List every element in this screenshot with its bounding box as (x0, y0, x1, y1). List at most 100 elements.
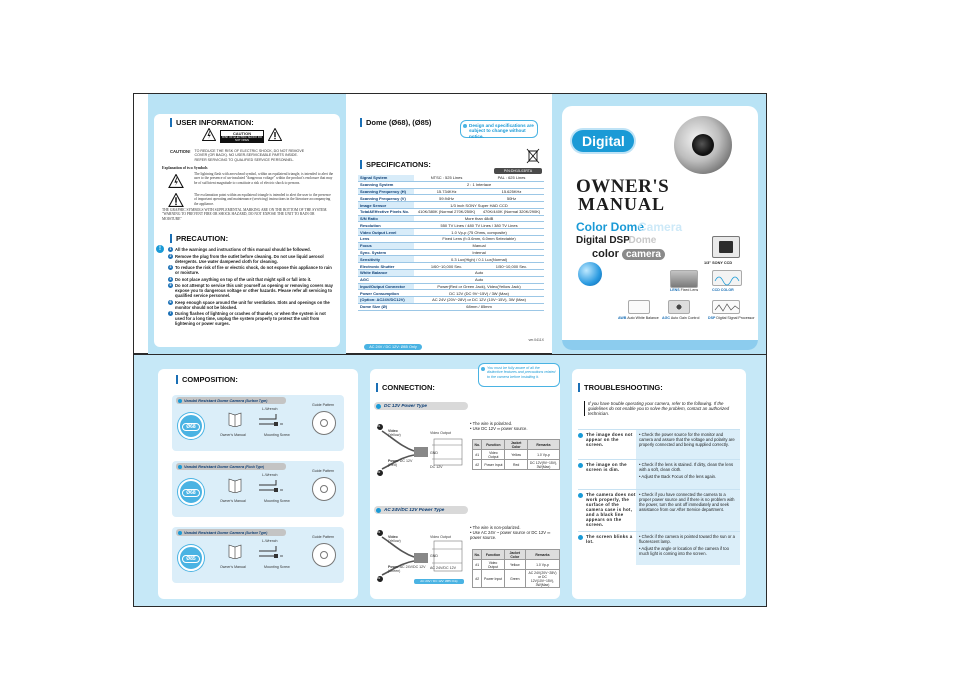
table-cell: Video Output (481, 559, 505, 570)
answer-item: • Check if you have connected the camera… (639, 492, 735, 512)
power-spec: DC 12V (399, 459, 413, 463)
feature-agc: AGC Auto Gain Control (662, 316, 704, 320)
spec-value: Power(Red or Green Jack), Video(Yellow J… (414, 283, 544, 291)
connection-note: You must be fully aware of all the disti… (478, 363, 560, 387)
table-cell: Power Input (481, 569, 505, 588)
problem-cell: The image on the screen is dim. (578, 460, 636, 489)
troubleshooting-row: The image does not appear on the screen.… (578, 429, 740, 459)
troubleshooting-row: The screen blinks a lot.• Check if the c… (578, 531, 740, 565)
problem-text: The image does not appear on the screen. (586, 432, 633, 447)
answer-text: Adjust the angle or location of the came… (639, 545, 729, 556)
spec-value: Internal (414, 249, 544, 257)
mounting-screw-icon (259, 488, 283, 492)
lightning-symbol-icon (168, 174, 184, 188)
table-header: Function (481, 549, 505, 560)
ac-badge: AC 24V / DC 12V: Ø85 Only (414, 579, 464, 584)
solution-cell: • Check if you have connected the camera… (636, 490, 740, 531)
answer-item: • Adjust the Back Focus of the lens agai… (639, 473, 717, 479)
ac-bullet-text: Use AC 24V ~ power source or DC 12V ═ po… (470, 530, 551, 540)
spec-label: White Balance (358, 269, 415, 277)
spec-label: Power Consumption (358, 289, 415, 298)
item-mounting-screw: Mounting Screw (264, 565, 290, 569)
precaution-text: To reduce the risk of fire or electric s… (175, 265, 332, 275)
cover-bottom-band (562, 340, 758, 350)
cover-brand-badge: Digital (572, 130, 634, 152)
spec-label: S/N Ratio (358, 215, 415, 223)
precaution-title: PRECAUTION: (170, 234, 228, 243)
cover-line3b: camera (621, 249, 665, 260)
ccd-chip-image (712, 236, 740, 258)
info-icon (481, 367, 485, 371)
cover-line2-ghost: Dome (628, 235, 657, 246)
spec-label: Focus (358, 242, 415, 250)
cover-line1: Color DomeCamera (576, 220, 682, 234)
info-icon (463, 124, 467, 128)
number-badge: 2 (168, 253, 173, 259)
table-header: No. (471, 549, 483, 560)
globe-image (578, 262, 602, 286)
precaution-text: All the warnings and instructions of thi… (175, 247, 311, 252)
mounting-screw-icon (259, 422, 283, 426)
symbol1-text: The lightning flash with arrowhead symbo… (194, 172, 334, 185)
feature-tag: AGC (662, 316, 670, 320)
composition-groups: Vandal Resistant Dome Camera (Surface Ty… (158, 369, 358, 599)
feature-tag: CCD COLOR (712, 288, 734, 292)
table-cell: Green (503, 569, 527, 588)
table-header: Jacket Color (504, 439, 528, 450)
cover-line3a: color (592, 248, 619, 260)
item-owners-manual: Owner's Manual (220, 433, 246, 437)
composition-group: Vandal Resistant Dome Camera (Surface Ty… (172, 527, 344, 583)
table-cell: 1.0 Vp-p (527, 449, 560, 460)
cover-line2-main: Digital DSP (576, 235, 630, 246)
spec-label: Sync. System (358, 249, 415, 257)
spec-value: 68mm / 85mm (414, 303, 544, 311)
feature-text: Fixed Lens (680, 288, 699, 292)
dc-bullet: • Use DC 12V ═ power source. (470, 426, 528, 431)
composition-group-title: Vandal Resistant Dome Camera (Flush Type… (176, 463, 286, 470)
precaution-text: Do not place anything on top of the unit… (175, 276, 312, 282)
spec-label: Total&Effective Pixels No. (358, 208, 415, 216)
table-cell: Video Output (481, 449, 506, 460)
spec-label: (Option: AC24V/DC12V) (358, 296, 415, 304)
group-title-text: Vandal Resistant Dome Camera (184, 530, 245, 535)
spec-title: SPECIFICATIONS: (360, 160, 431, 169)
manual-sheet-back: COMPOSITION: Vandal Resistant Dome Camer… (133, 354, 767, 607)
cover-line2: Digital DSP Dome (576, 235, 656, 246)
caution-word: CAUTION! (170, 149, 191, 154)
spec-value: 550 TV Lines / 480 TV Lines / 380 TV Lin… (414, 221, 544, 230)
spec-value: 1.0 Vp-p (75 Ohms, composite) (414, 228, 544, 237)
feature-text: Digital Signal Processor (716, 316, 755, 320)
ac-gnd: GND (430, 554, 438, 558)
item-l-wrench: L-Wrench (262, 473, 278, 477)
table-header: Remarks (527, 439, 560, 450)
dc-video-output: Video Output (430, 431, 451, 435)
group-title-text: Vandal Resistant Dome Camera (184, 464, 245, 469)
lightning-warning-icon (202, 128, 216, 141)
bullet-icon (178, 398, 182, 403)
manual-book-icon (228, 478, 242, 493)
dome-title: Dome (Ø68), (Ø85) (360, 118, 431, 127)
troubleshooting-card: TROUBLESHOOTING: If you have trouble ope… (572, 369, 746, 599)
dc-wiring-diagram (377, 424, 463, 476)
manual-book-icon (228, 412, 242, 427)
problem-cell: The screen blinks a lot. (578, 532, 636, 565)
spec-value: 0.3 Lux(High) / 0.1 Lux(Normal) (414, 255, 544, 264)
composition-group-title: Vandal Resistant Dome Camera (Surface Ty… (176, 529, 286, 536)
video-color: (Yellow) (388, 539, 401, 544)
dc-type-header: DC 12V Power Type (374, 402, 468, 410)
agc-image-box (668, 300, 690, 314)
feature-tag: DSP (708, 316, 716, 320)
ac-video-label: Video(Yellow) (388, 535, 401, 544)
video-color: (Yellow) (388, 433, 401, 438)
